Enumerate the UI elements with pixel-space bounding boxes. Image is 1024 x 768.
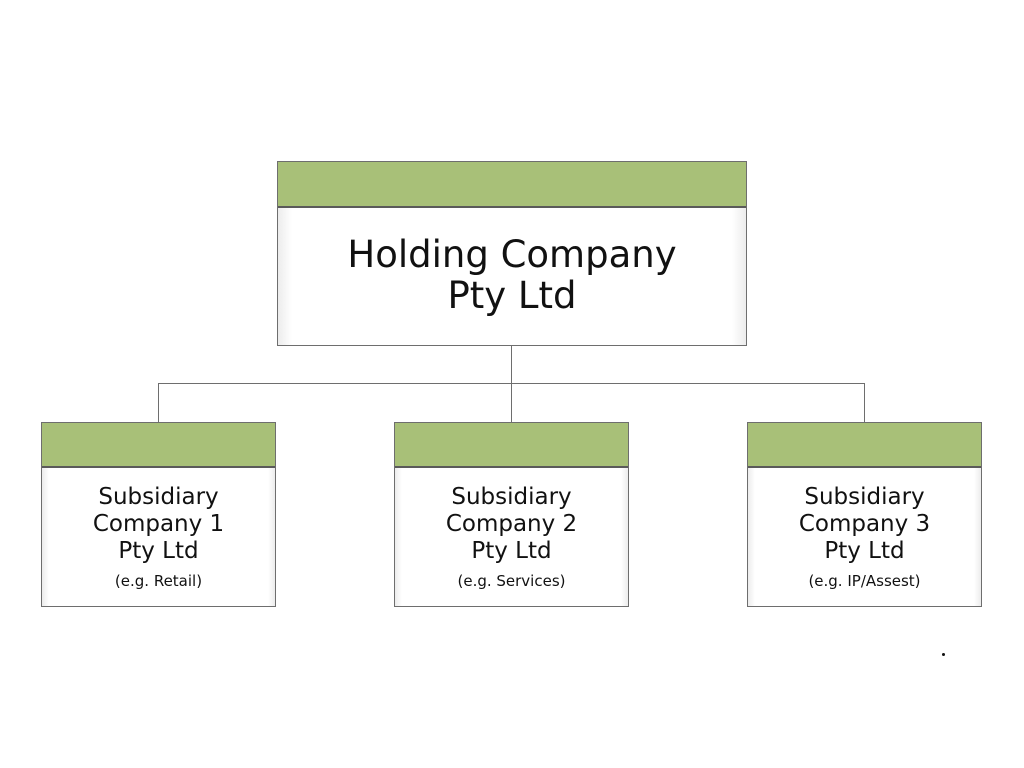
holding-title-line1: Holding Company [347, 232, 677, 276]
node-header [278, 162, 746, 208]
stray-dot [942, 653, 945, 656]
connector-trunk [511, 346, 512, 384]
sub-note: (e.g. Retail) [114, 571, 203, 590]
node-header [395, 423, 628, 468]
sub-title-line2: Company 2 [445, 510, 578, 537]
connector-sub-3 [864, 383, 865, 422]
sub-title-line1: Subsidiary [804, 483, 925, 510]
sub-note: (e.g. IP/Assest) [808, 571, 921, 590]
sub-note: (e.g. Services) [457, 571, 566, 590]
sub-title-line3: Pty Ltd [824, 537, 905, 564]
connector-sub-1 [158, 383, 159, 422]
node-header [42, 423, 275, 468]
sub-title-line2: Company 3 [798, 510, 931, 537]
sub-title-line1: Subsidiary [451, 483, 572, 510]
node-header [748, 423, 981, 468]
sub-title-line1: Subsidiary [98, 483, 219, 510]
sub-title-line2: Company 1 [92, 510, 225, 537]
holding-title-line2: Pty Ltd [447, 273, 577, 317]
sub-title-line3: Pty Ltd [471, 537, 552, 564]
connector-sub-2 [511, 383, 512, 422]
subsidiary-node-3: Subsidiary Company 3 Pty Ltd (e.g. IP/As… [747, 422, 982, 607]
holding-company-node: Holding Company Pty Ltd [277, 161, 747, 346]
subsidiary-node-2: Subsidiary Company 2 Pty Ltd (e.g. Servi… [394, 422, 629, 607]
subsidiary-node-1: Subsidiary Company 1 Pty Ltd (e.g. Retai… [41, 422, 276, 607]
sub-title-line3: Pty Ltd [118, 537, 199, 564]
